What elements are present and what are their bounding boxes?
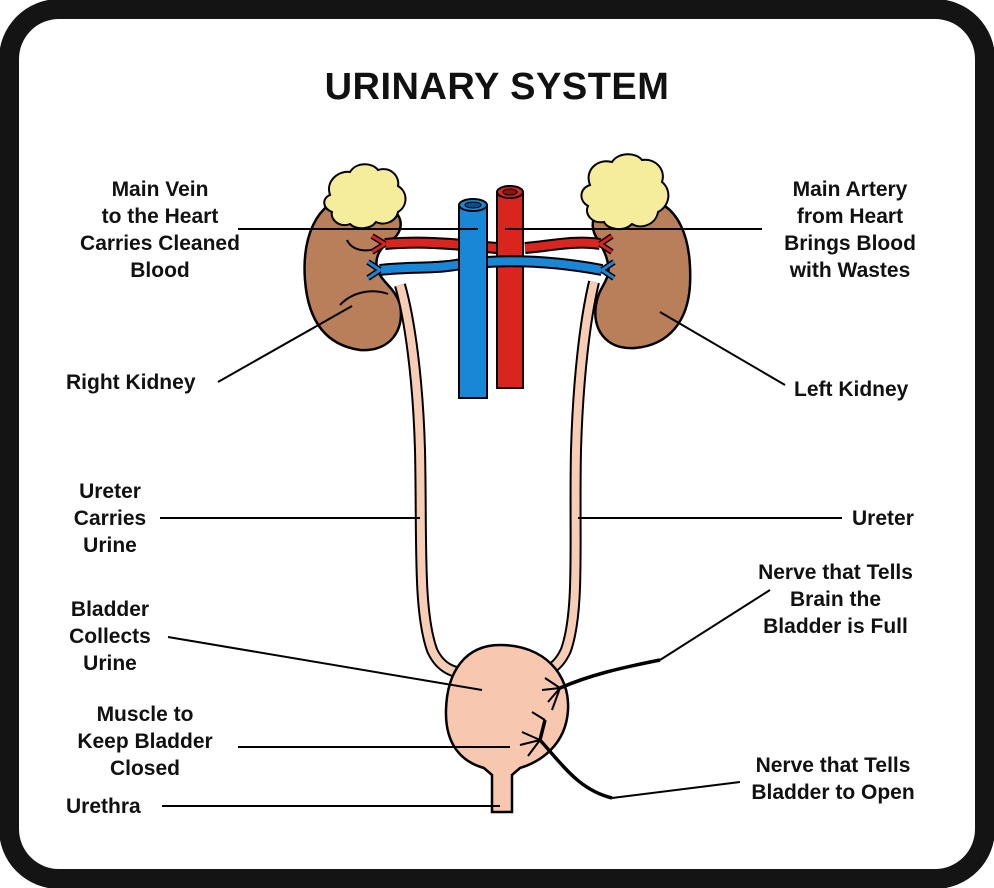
left-adrenal-gland — [580, 153, 670, 230]
leader-lines — [160, 228, 842, 807]
label-nerve-bladder-open: Nerve that Tells Bladder to Open — [751, 754, 915, 804]
aorta — [496, 192, 524, 389]
nerve-full-line — [559, 658, 661, 690]
right-adrenal-gland — [323, 163, 407, 230]
label-muscle: Muscle to Keep Bladder Closed — [77, 703, 213, 780]
label-ureter: Ureter — [852, 507, 914, 530]
label-left-kidney: Left Kidney — [794, 378, 909, 401]
label-main-vein: Main Vein to the Heart Carries Cleaned B… — [80, 178, 240, 282]
diagram-title: URINARY SYSTEM — [324, 66, 670, 108]
label-right-kidney: Right Kidney — [66, 371, 196, 394]
nerve-open-line — [538, 719, 613, 800]
label-bladder: Bladder Collects Urine — [69, 598, 151, 675]
vena-cava — [458, 205, 488, 399]
label-nerve-bladder-full: Nerve that Tells Brain the Bladder is Fu… — [758, 561, 913, 638]
label-main-artery: Main Artery from Heart Brings Blood with… — [784, 178, 916, 282]
label-ureter-carries-urine: Ureter Carries Urine — [73, 480, 147, 557]
label-urethra: Urethra — [66, 795, 141, 818]
right-kidney-fold-lower — [339, 290, 389, 306]
